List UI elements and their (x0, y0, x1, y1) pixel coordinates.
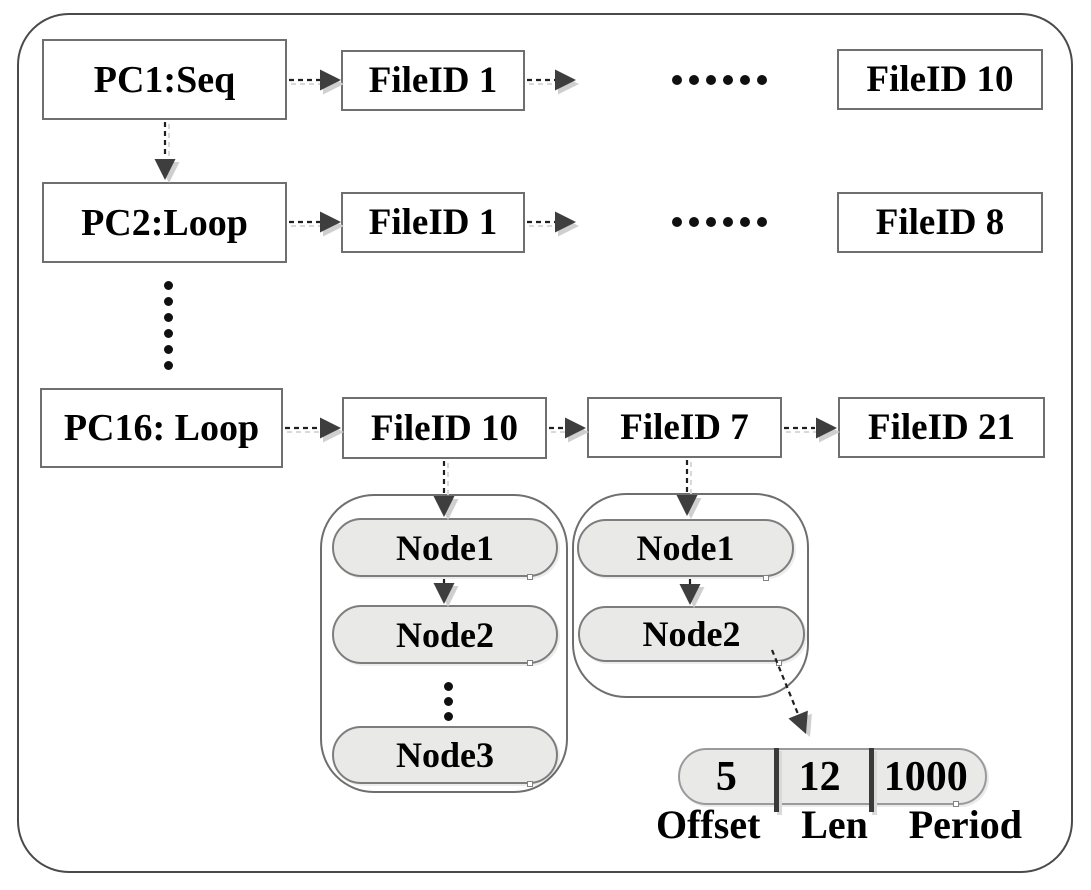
box-row3-fileid-21: FileID 21 (838, 397, 1045, 458)
node-pill: Node2 (578, 606, 805, 662)
box-row1-fileid-10: FileID 10 (837, 49, 1043, 110)
node-pill: Node1 (577, 519, 794, 577)
box-row3-fileid-10: FileID 10 (342, 397, 547, 459)
record-offset-value: 5 (715, 753, 737, 800)
record-len-value: 12 (798, 753, 841, 800)
label-len: Len (801, 802, 868, 847)
connector-handle (763, 575, 769, 581)
record-divider (869, 748, 874, 812)
connector-handle (527, 660, 533, 666)
pc-vertical-ellipsis-dots (164, 281, 173, 370)
connector-handle (953, 801, 959, 807)
node-pill: Node2 (332, 605, 558, 664)
connector-handle (776, 660, 782, 666)
box-row2-fileid-8: FileID 8 (837, 192, 1043, 253)
node-pill: Node3 (332, 726, 558, 784)
box-pc16: PC16: Loop (40, 388, 283, 468)
box-row2-fileid-1: FileID 1 (341, 192, 525, 253)
box-row1-fileid-1: FileID 1 (341, 50, 525, 111)
connector-handle (527, 781, 533, 787)
diagram-outer-frame (17, 13, 1073, 873)
record-period-value: 1000 (883, 753, 968, 800)
connector-handle (527, 574, 533, 580)
record-pill: 5 12 1000 (678, 748, 987, 812)
box-row3-fileid-7: FileID 7 (587, 397, 782, 458)
node-group-ellipsis-dots (444, 682, 453, 721)
label-period: Period (908, 802, 1022, 847)
record-field-labels: Offset Len Period (656, 802, 1022, 848)
record-divider (774, 748, 779, 812)
label-offset: Offset (656, 802, 761, 847)
row2-ellipsis-dots (672, 217, 767, 227)
row1-ellipsis-dots (672, 75, 767, 85)
box-pc2: PC2:Loop (42, 182, 287, 263)
node-pill: Node1 (332, 518, 558, 577)
box-pc1: PC1:Seq (42, 39, 287, 120)
